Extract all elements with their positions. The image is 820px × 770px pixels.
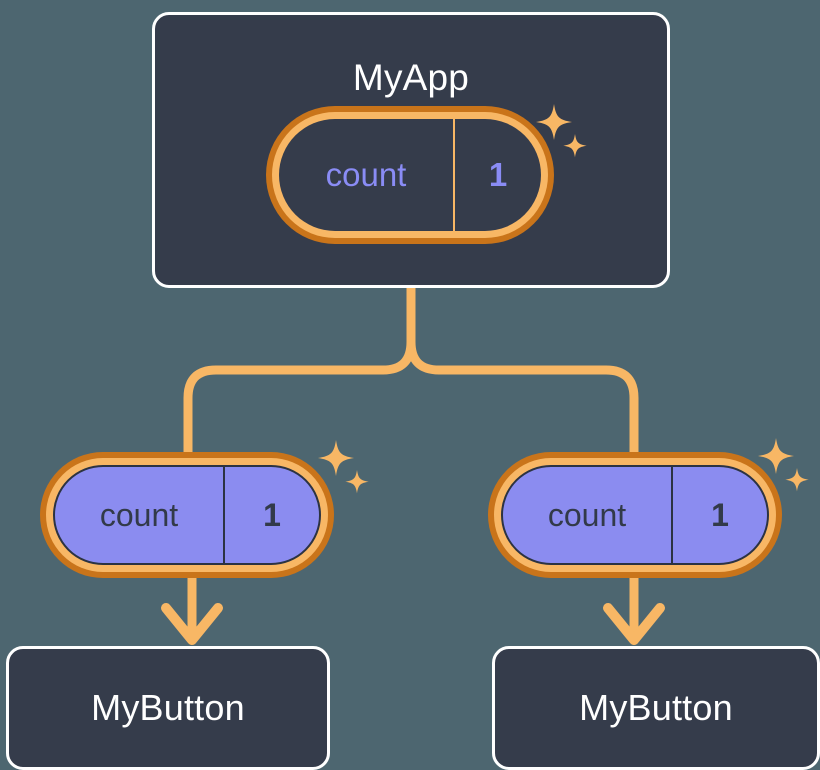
state-pill-child-right[interactable]: count 1 <box>488 452 782 578</box>
pill-body: count 1 <box>53 465 321 565</box>
arrow-down-icon-right <box>603 572 665 645</box>
tree-connector-path <box>183 283 639 475</box>
component-node-mybutton-left[interactable]: MyButton <box>6 646 330 770</box>
pill-divider <box>223 467 225 563</box>
state-key: count <box>99 496 179 533</box>
component-label-myapp: MyApp <box>352 57 470 98</box>
state-key: count <box>325 156 407 193</box>
state-value: 1 <box>263 496 281 533</box>
pill-body: count 1 <box>279 119 541 231</box>
state-key: count <box>547 496 627 533</box>
state-pill-myapp[interactable]: count 1 <box>266 106 554 244</box>
state-pill-child-left[interactable]: count 1 <box>40 452 334 578</box>
arrow-down-icon-left <box>161 572 223 645</box>
state-value: 1 <box>488 156 508 193</box>
pill-divider <box>671 467 673 563</box>
pill-divider <box>453 119 455 231</box>
pill-body: count 1 <box>501 465 769 565</box>
state-value: 1 <box>711 496 729 533</box>
component-node-mybutton-right[interactable]: MyButton <box>492 646 820 770</box>
component-label-mybutton-right: MyButton <box>579 687 733 728</box>
component-label-mybutton-left: MyButton <box>91 687 245 728</box>
